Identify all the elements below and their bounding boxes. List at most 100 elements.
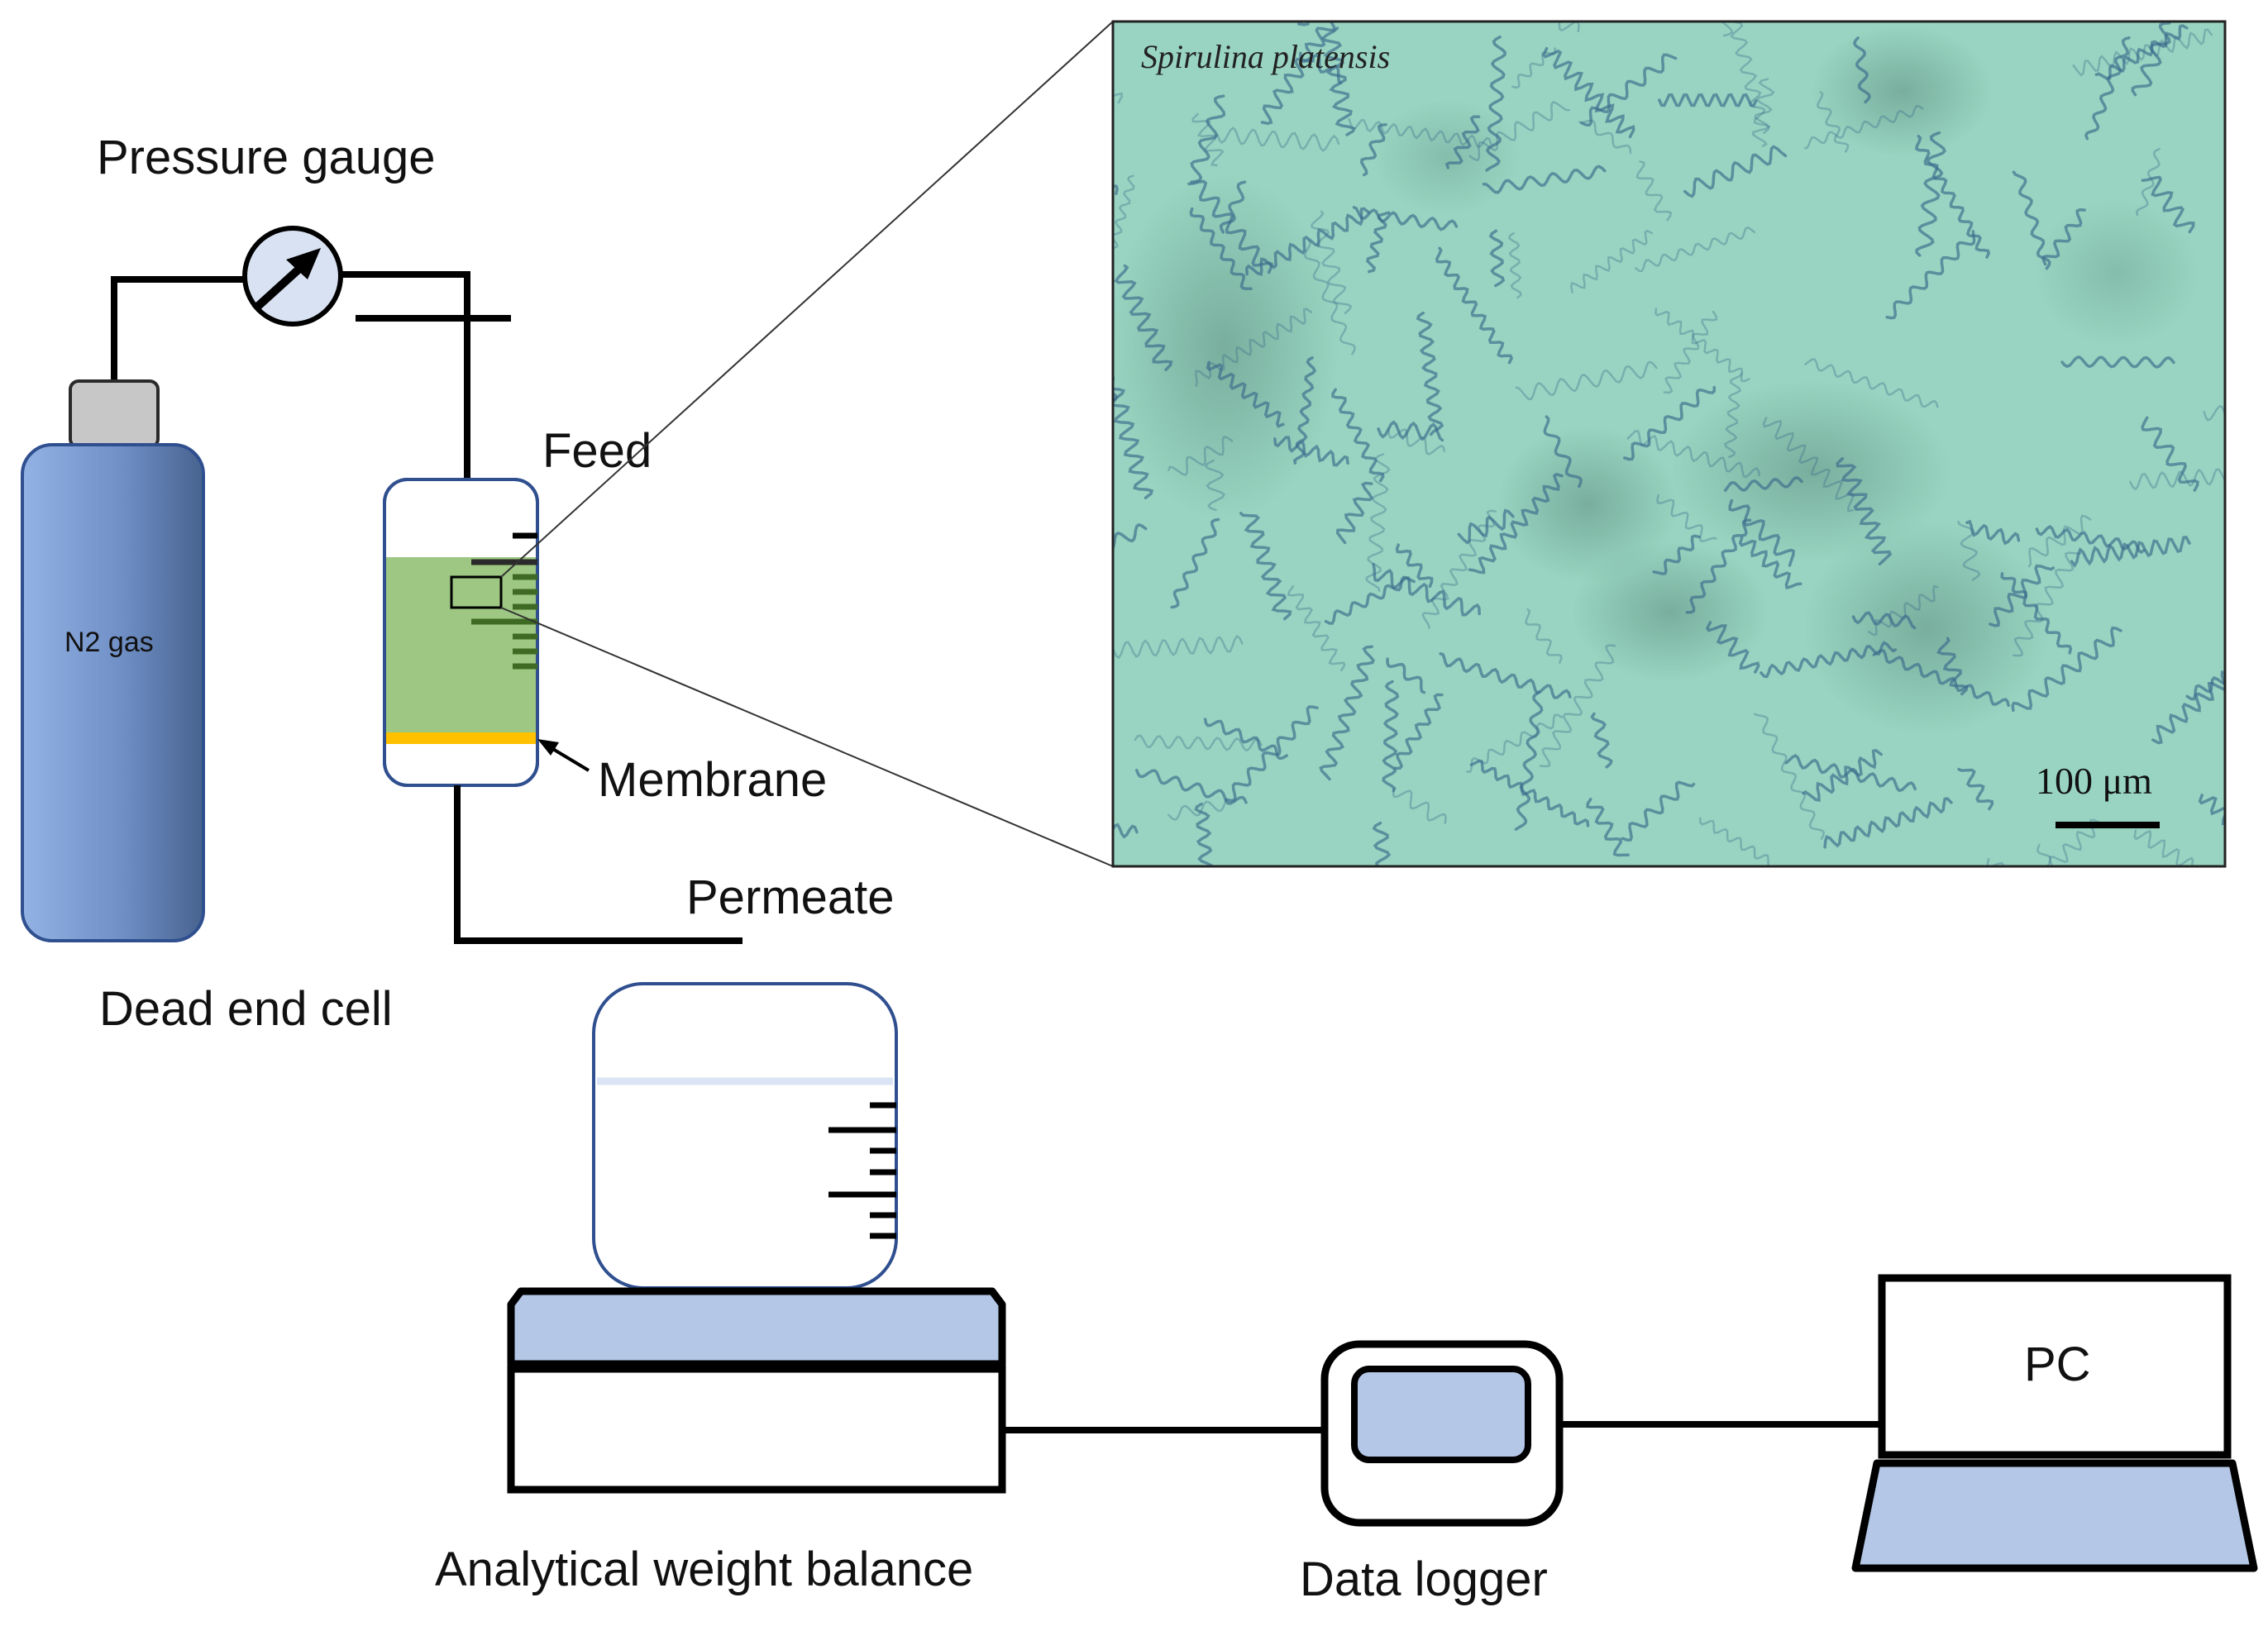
spirulina-filament bbox=[1387, 427, 1445, 455]
spirulina-filament bbox=[1635, 160, 1672, 222]
balance-label: Analytical weight balance bbox=[435, 1543, 973, 1596]
spirulina-filament bbox=[1195, 308, 1313, 387]
spirulina-filament bbox=[1508, 231, 1522, 299]
gauge-needle-icon bbox=[251, 248, 321, 312]
spirulina-filament bbox=[2013, 551, 2082, 657]
spirulina-filament bbox=[1803, 104, 1924, 150]
spirulina-filament bbox=[1225, 705, 1319, 803]
micrograph-cell-clusters bbox=[1113, 25, 2199, 736]
spirulina-filament bbox=[1851, 611, 1917, 630]
spirulina-filament bbox=[1539, 644, 1616, 768]
spirulina-filament bbox=[1260, 21, 1336, 126]
spirulina-filament bbox=[1705, 621, 1760, 674]
spirulina-filament bbox=[2129, 468, 2225, 491]
spirulina-filament bbox=[1392, 787, 1447, 824]
spirulina-filament bbox=[1287, 585, 1346, 671]
spirulina-filament bbox=[1759, 641, 1898, 679]
spirulina-filament bbox=[1113, 823, 1139, 839]
spirulina-filament bbox=[1525, 608, 1563, 664]
feed-liquid bbox=[386, 557, 536, 741]
spirulina-filament bbox=[1872, 649, 2010, 708]
scale-bar-label: 100 μm bbox=[2036, 760, 2152, 802]
balance-base bbox=[507, 1365, 1006, 1494]
spirulina-filament bbox=[1352, 206, 1459, 231]
spirulina-filament bbox=[2141, 416, 2199, 492]
spirulina-filament bbox=[1654, 308, 1750, 383]
beaker-graduations bbox=[828, 1102, 896, 1239]
spirulina-filaments bbox=[1113, 21, 2225, 866]
membrane-label: Membrane bbox=[598, 753, 827, 807]
spirulina-filament bbox=[1762, 417, 1855, 513]
spirulina-filament bbox=[1113, 184, 1119, 195]
spirulina-filament bbox=[2094, 24, 2189, 81]
spirulina-filament bbox=[1541, 46, 1635, 139]
data-logger bbox=[1320, 1340, 1564, 1527]
cylinder-valve-cap bbox=[69, 379, 160, 449]
spirulina-filament bbox=[1957, 767, 1994, 811]
spirulina-filament bbox=[2151, 670, 2225, 745]
collection-beaker bbox=[592, 982, 898, 1290]
spirulina-filament bbox=[1823, 797, 1953, 849]
spirulina-filament bbox=[2070, 536, 2191, 568]
pressure-gauge bbox=[242, 226, 343, 327]
spirulina-filament bbox=[1114, 264, 1173, 372]
spirulina-filament bbox=[1134, 768, 1248, 805]
data-cables bbox=[1002, 1421, 1879, 1433]
spirulina-filament bbox=[1382, 680, 1400, 793]
spirulina-filament bbox=[1586, 798, 1630, 857]
spirulina-filament bbox=[1723, 372, 1743, 459]
spirulina-filament bbox=[2072, 28, 2213, 77]
spirulina-filament bbox=[1469, 759, 1590, 827]
spirulina-filament bbox=[1348, 117, 1492, 149]
spirulina-filament bbox=[1245, 207, 1371, 277]
spirulina-filament bbox=[2060, 355, 2175, 369]
pressure-gauge-label: Pressure gauge bbox=[97, 131, 435, 184]
micrograph-species-label: Spirulina platensis bbox=[1141, 38, 1390, 75]
spirulina-filament bbox=[1751, 78, 1775, 147]
spirulina-filament bbox=[1395, 543, 1434, 589]
spirulina-filament bbox=[1359, 122, 1387, 177]
spirulina-filament bbox=[1324, 575, 1416, 625]
gas-cylinder bbox=[21, 379, 205, 942]
spirulina-filament bbox=[1621, 780, 1696, 842]
spirulina-filament bbox=[1386, 657, 1426, 694]
spirulina-filament bbox=[1986, 857, 2005, 866]
micrograph-image bbox=[1111, 20, 2227, 868]
spirulina-filament bbox=[1319, 645, 1375, 781]
spirulina-filament bbox=[1652, 534, 1701, 575]
dead-end-cell-label: Dead end cell bbox=[99, 982, 393, 1036]
spirulina-filament bbox=[1189, 207, 1253, 291]
spirulina-filament bbox=[1167, 436, 1234, 476]
spirulina-filament bbox=[1915, 131, 1946, 257]
spirulina-filament bbox=[1372, 821, 1392, 866]
spirulina-filament bbox=[2141, 175, 2195, 234]
membrane-arrow-icon bbox=[537, 739, 590, 772]
sample-zoom-box bbox=[450, 575, 503, 609]
spirulina-filament bbox=[1134, 734, 1263, 752]
spirulina-filament bbox=[1852, 36, 1872, 104]
spirulina-filament bbox=[1578, 119, 1632, 155]
spirulina-filament bbox=[1683, 145, 1788, 198]
spirulina-filament bbox=[1187, 179, 1273, 274]
spirulina-filament bbox=[1394, 693, 1444, 770]
spirulina-filament bbox=[1514, 690, 1544, 831]
gas-line bbox=[111, 271, 511, 479]
spirulina-filament bbox=[1331, 388, 1385, 483]
spirulina-filament bbox=[1754, 713, 1826, 840]
spirulina-filament bbox=[1435, 246, 1514, 365]
spirulina-filament bbox=[1190, 94, 1226, 184]
permeate-line bbox=[454, 785, 742, 944]
spirulina-filament bbox=[2036, 843, 2052, 866]
spirulina-filament bbox=[1167, 799, 1228, 821]
spirulina-filament bbox=[1219, 180, 1247, 234]
spirulina-filament bbox=[2012, 170, 2051, 270]
spirulina-filament bbox=[1206, 360, 1285, 428]
spirulina-filament bbox=[1658, 93, 1758, 107]
spirulina-filament bbox=[1570, 229, 1654, 293]
spirulina-filament bbox=[1802, 748, 1883, 802]
spirulina-filament bbox=[1320, 26, 1356, 136]
spirulina-filament bbox=[1868, 584, 1939, 637]
spirulina-filament bbox=[1416, 311, 1444, 436]
spirulina-filament bbox=[1239, 512, 1292, 621]
